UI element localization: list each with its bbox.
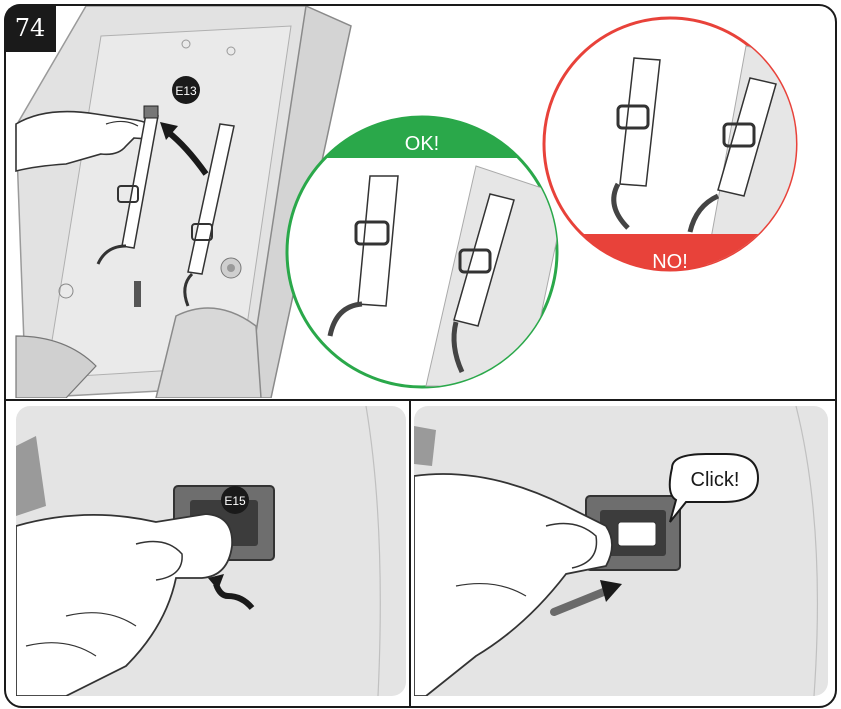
part-label-e15: E15 [224, 494, 246, 508]
no-example: NO! [536, 18, 826, 284]
no-label: NO! [652, 251, 688, 273]
step-number-badge: 74 [4, 4, 56, 52]
top-panel: E13 OK [16, 6, 826, 398]
bottom-right-panel: Click! [414, 406, 828, 696]
click-label: Click! [691, 469, 740, 491]
instruction-frame: E13 OK [4, 4, 837, 708]
ok-label: OK! [405, 133, 439, 155]
step-number: 74 [15, 14, 46, 42]
bottom-left-panel: E15 [16, 406, 406, 696]
part-label-e13: E13 [175, 84, 197, 98]
illustration: E13 OK [6, 6, 835, 706]
